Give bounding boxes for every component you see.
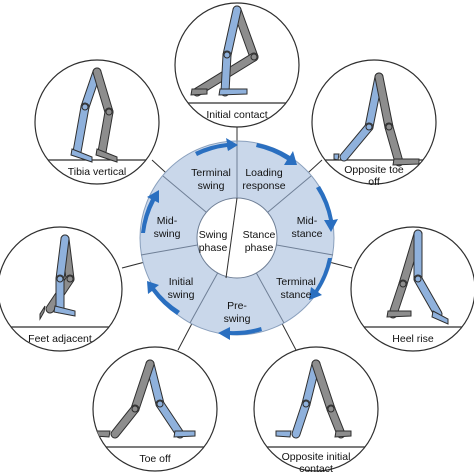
arrow-pre-swing: [218, 327, 262, 340]
ring-label-pre-swing-line: swing: [224, 313, 251, 325]
ring-label-initial-swing-line: swing: [168, 289, 195, 301]
leg-figure: [351, 229, 474, 328]
swing-phase-label-line: Swing: [199, 229, 228, 241]
event-label-heel-rise-line: Heel rise: [392, 333, 434, 345]
event-initial-contact: Initial contact: [174, 2, 300, 128]
event-label-feet-adjacent-line: Feet adjacent: [28, 333, 92, 345]
phase-ring: [139, 140, 335, 336]
ring-label-terminal-stance-line: stance: [281, 289, 312, 301]
event-label-tibia-vertical-line: Tibia vertical: [68, 166, 127, 178]
event-heel-rise: Heel rise: [350, 226, 474, 352]
event-circle: [92, 346, 218, 472]
arrow-mid-stance: [316, 186, 338, 232]
leg-figure: [254, 359, 378, 448]
event-label-toe-off-line: Toe off: [139, 453, 170, 465]
leg-figure: [312, 72, 436, 167]
arrow-terminal-swing: [195, 138, 238, 156]
event-label-tibia-vertical: Tibia vertical: [68, 166, 127, 178]
arrow-initial-swing: [147, 281, 180, 315]
leg-figure: [93, 359, 217, 448]
stance-phase-label-line: phase: [245, 242, 274, 254]
leg-figure: [35, 67, 159, 163]
event-label-feet-adjacent: Feet adjacent: [28, 333, 92, 345]
event-label-opposite-initial-contact-line: Opposite initial: [282, 451, 351, 463]
ring-label-terminal-swing-line: Terminal: [191, 167, 231, 179]
ring-label-pre-swing-line: Pre-: [227, 300, 247, 312]
ring-label-pre-swing: Pre-swing: [224, 300, 251, 325]
event-circle: [34, 59, 160, 185]
ring-label-initial-swing-line: Initial: [169, 276, 194, 288]
ring-label-loading-response-line: Loading: [245, 167, 283, 179]
leg-figure: [175, 5, 299, 104]
ring-label-mid-stance: Mid-stance: [292, 215, 323, 240]
event-tibia-vertical: Tibia vertical: [34, 59, 160, 185]
event-label-opposite-initial-contact-line: contact: [299, 463, 333, 474]
ring-label-terminal-swing-line: swing: [198, 180, 225, 192]
center-divider: [225, 197, 238, 279]
event-label-opposite-toe-off-line: off: [368, 176, 380, 188]
leg-figure: [0, 234, 122, 328]
event-circle: [253, 346, 379, 472]
ring-label-mid-swing-line: swing: [154, 228, 181, 240]
stance-phase-label-line: Stance: [243, 229, 276, 241]
ring-label-mid-swing-line: Mid-: [157, 215, 178, 227]
event-label-initial-contact-line: Initial contact: [206, 109, 267, 121]
event-label-heel-rise: Heel rise: [392, 333, 434, 345]
ring-label-mid-swing: Mid-swing: [154, 215, 181, 240]
ring-label-loading-response-line: response: [242, 180, 285, 192]
cycle-arrows: [141, 138, 338, 340]
arrow-terminal-stance: [309, 258, 332, 300]
event-label-toe-off: Toe off: [139, 453, 170, 465]
event-label-initial-contact: Initial contact: [206, 109, 267, 121]
event-toe-off: Toe off: [92, 346, 218, 472]
event-label-opposite-toe-off-line: Opposite toe: [344, 164, 404, 176]
ring-label-mid-stance-line: Mid-: [297, 215, 318, 227]
arrow-mid-swing: [141, 190, 159, 233]
ring-label-mid-stance-line: stance: [292, 228, 323, 240]
ring-label-terminal-stance-line: Terminal: [276, 276, 316, 288]
event-feet-adjacent: Feet adjacent: [0, 226, 123, 352]
arrow-loading-response: [256, 143, 297, 165]
swing-phase-label-line: phase: [199, 242, 228, 254]
